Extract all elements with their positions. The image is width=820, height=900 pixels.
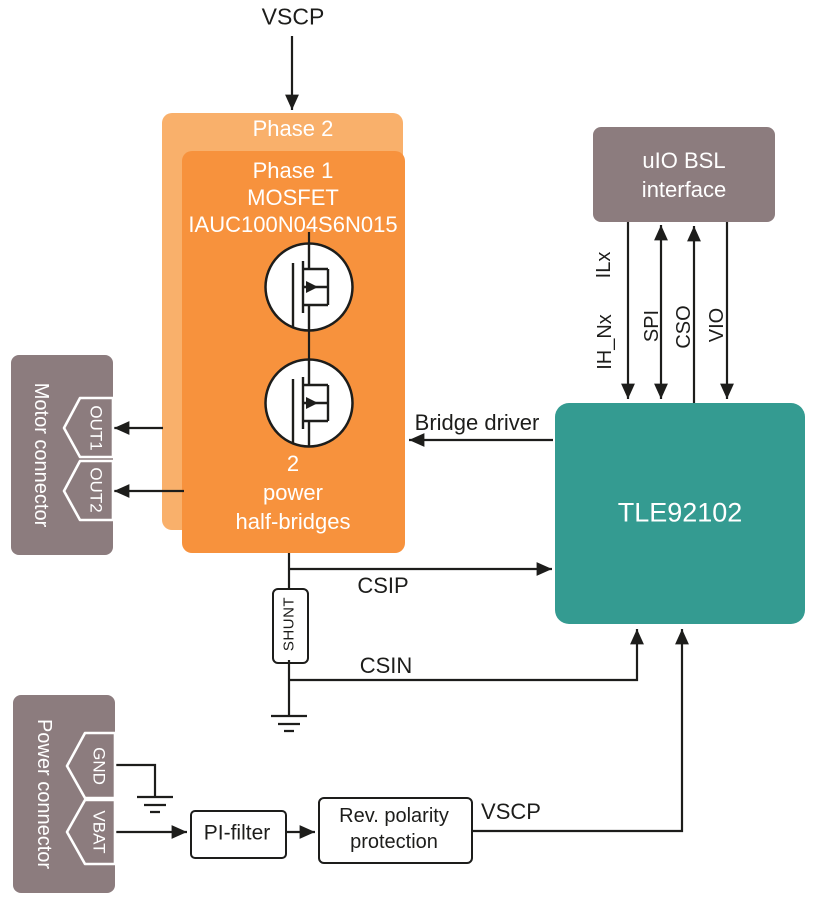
bridge-driver-label: Bridge driver <box>414 410 540 435</box>
ground-symbol-shunt <box>271 714 307 733</box>
uio-bsl-block <box>593 127 775 222</box>
tle92102-block <box>555 403 805 624</box>
half-bridges-line3: half-bridges <box>235 509 351 534</box>
pi-filter-label: PI-filter <box>203 821 271 845</box>
vbat-pin <box>65 798 117 866</box>
gnd-wire <box>115 763 157 796</box>
gnd-pin <box>65 731 117 800</box>
csip-label: CSIP <box>357 573 409 598</box>
phase1-block <box>182 151 405 553</box>
phase2-label: Phase 2 <box>252 116 334 141</box>
out1-pin <box>62 396 115 459</box>
pi-filter-block <box>190 810 287 859</box>
phase1-line2: MOSFET <box>247 185 339 210</box>
uio-line1: uIO BSL <box>642 148 726 173</box>
mosfet-symbol-2 <box>264 358 354 448</box>
csin-label: CSIN <box>359 653 413 678</box>
cso-label: CSO <box>673 305 695 349</box>
ilx-label: ILx <box>593 251 615 279</box>
ihnx-label: IH_Nx <box>594 314 616 370</box>
phase1-line3: IAUC100N04S6N015 <box>188 212 398 237</box>
tle92102-label: TLE92102 <box>617 497 743 528</box>
ground-symbol-power <box>137 795 173 814</box>
vbat-pin-label: VBAT <box>89 810 109 854</box>
csin-line <box>289 629 644 682</box>
shunt-block <box>272 588 309 664</box>
phase1-title: Phase 1 MOSFET IAUC100N04S6N015 <box>188 157 397 238</box>
rev-polarity-line2: protection <box>350 831 438 853</box>
motor-connector-label: Motor connector <box>30 382 52 528</box>
half-bridges-line1: 2 <box>286 451 300 476</box>
vscp-return-line <box>471 629 689 833</box>
half-bridges-line2: power <box>263 480 323 505</box>
gnd-pin-label: GND <box>89 747 109 785</box>
rev-polarity-line1: Rev. polarity <box>339 805 449 827</box>
uio-bsl-label: uIO BSL interface <box>642 146 726 204</box>
out2-pin <box>62 459 115 522</box>
vscp-bottom-label: VSCP <box>481 799 541 824</box>
vio-label: VIO <box>706 307 728 343</box>
out2-pin-label: OUT2 <box>86 467 106 513</box>
spi-label: SPI <box>641 309 663 343</box>
uio-line2: interface <box>641 177 727 202</box>
half-bridges-caption: 2 power half-bridges <box>236 449 351 536</box>
rev-polarity-label: Rev. polarity protection <box>339 803 449 855</box>
shunt-label: SHUNT <box>280 596 298 652</box>
power-connector-label: Power connector <box>33 718 55 870</box>
vscp-top-label: VSCP <box>261 3 325 30</box>
phase1-line1: Phase 1 <box>252 158 334 183</box>
mosfet-symbol-1 <box>264 242 354 332</box>
out1-pin-label: OUT1 <box>86 405 106 451</box>
